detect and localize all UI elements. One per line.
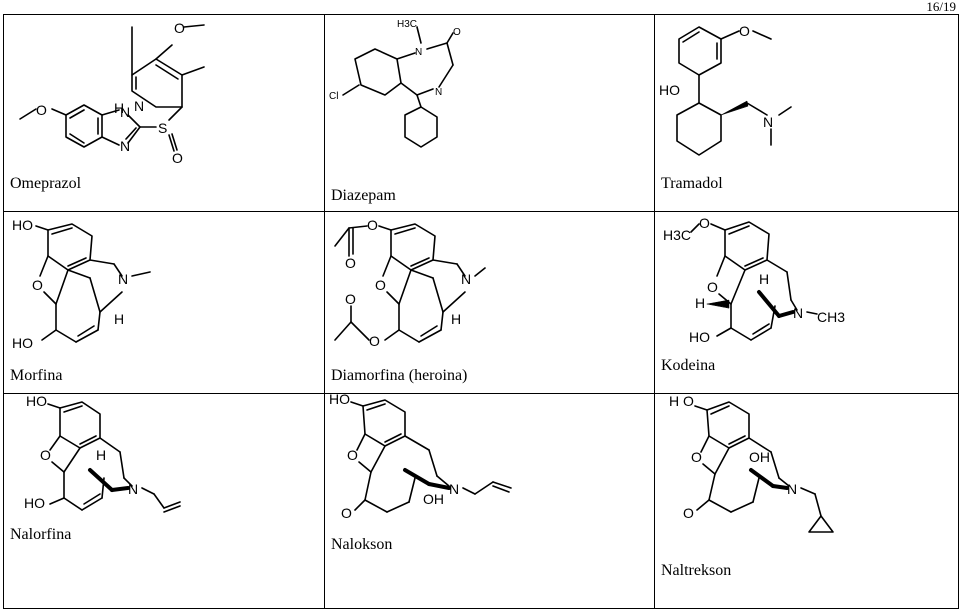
compound-name: Diamorfina (heroina) xyxy=(331,367,468,384)
atom-h-label: H xyxy=(759,271,769,287)
atom-h-label: H xyxy=(114,100,124,116)
cell-nalokson: HO O N O OH Nalokson xyxy=(324,393,655,609)
atom-ho-label: HO xyxy=(659,82,680,98)
compound-name: Diazepam xyxy=(331,187,396,204)
atom-n-label: N xyxy=(120,138,130,154)
atom-n-label: N xyxy=(793,305,803,321)
atom-o-label: O xyxy=(739,23,750,39)
atom-o-label: O xyxy=(683,505,694,521)
compound-name: Nalokson xyxy=(331,536,393,553)
atom-o-label: O xyxy=(369,333,380,349)
atom-o-label: O xyxy=(347,447,358,463)
atom-o-label: O xyxy=(36,102,47,118)
atom-o-label: O xyxy=(367,217,378,233)
atom-o-label: O xyxy=(453,27,461,38)
cell-diamorfina: O O O N H O O xyxy=(324,211,655,394)
atom-o-label: O xyxy=(40,447,51,463)
atom-ho-label: HO xyxy=(12,335,33,351)
atom-o-label: O xyxy=(341,505,352,521)
atom-h-label: H xyxy=(451,311,461,327)
diamorfina-structure: O O O N H O O xyxy=(334,217,486,349)
nalokson-structure: HO O N O OH xyxy=(329,394,512,521)
atom-ho-label: HO xyxy=(12,217,33,233)
compound-name: Nalorfina xyxy=(10,526,72,543)
atom-oh-label: OH xyxy=(749,449,770,465)
atom-n-label: N xyxy=(461,271,471,287)
cell-naltrekson: H O O OH N O Naltrekson xyxy=(654,393,959,609)
atom-n-label: N xyxy=(134,98,144,114)
kodeina-structure: H3C O O H H N CH3 xyxy=(663,215,845,345)
cell-morfina: HO O N H HO Morfina xyxy=(3,211,325,394)
atom-ch3-label: CH3 xyxy=(817,309,845,325)
nalorfina-structure: HO O H N HO xyxy=(24,394,181,513)
atom-o-label: O xyxy=(375,277,386,293)
cell-kodeina: H3C O O H H N CH3 xyxy=(654,211,959,394)
atom-ho-label: H O xyxy=(669,394,694,409)
naltrekson-structure: H O O OH N O xyxy=(669,394,834,533)
atom-n-label: N xyxy=(128,481,138,497)
atom-o-label: O xyxy=(707,279,718,295)
atom-o-label: O xyxy=(172,150,183,166)
atom-o-label: O xyxy=(699,215,710,231)
atom-n-label: N xyxy=(120,104,130,120)
cell-nalorfina: HO O H N HO Nalorfina xyxy=(3,393,325,609)
atom-h-label: H xyxy=(114,311,124,327)
atom-n-label: N xyxy=(787,481,797,497)
morfina-structure: HO O N H HO xyxy=(12,217,151,351)
structures-table: H N N S O O N O Omeprazol H3C N O N xyxy=(3,14,959,609)
atom-o-label: O xyxy=(32,277,43,293)
atom-ho-label: HO xyxy=(689,329,710,345)
cell-omeprazol: H N N S O O N O Omeprazol xyxy=(3,14,325,212)
atom-ho-label: HO xyxy=(329,394,350,407)
atom-n-label: N xyxy=(763,114,773,130)
compound-name: Naltrekson xyxy=(661,562,732,579)
atom-n-label: N xyxy=(415,47,422,58)
atom-n-label: N xyxy=(118,271,128,287)
atom-cl-label: Cl xyxy=(329,91,338,102)
compound-name: Kodeina xyxy=(661,357,716,374)
atom-h3c-label: H3C xyxy=(397,19,417,30)
atom-h-label: H xyxy=(695,295,705,311)
atom-ho-label: HO xyxy=(26,394,47,409)
diazepam-structure: H3C N O N Cl xyxy=(329,19,461,148)
atom-o-label: O xyxy=(345,291,356,307)
atom-o-label: O xyxy=(174,20,185,36)
atom-ho-label: HO xyxy=(24,495,45,511)
tramadol-structure: O HO N xyxy=(659,23,792,156)
atom-o-label: O xyxy=(691,449,702,465)
cell-diazepam: H3C N O N Cl Diazepam xyxy=(324,14,655,212)
compound-name: Omeprazol xyxy=(10,175,82,192)
omeprazol-structure: H N N S O O N O xyxy=(19,20,205,166)
atom-h-label: H xyxy=(96,447,106,463)
cell-tramadol: O HO N Tramadol xyxy=(654,14,959,212)
compound-name: Morfina xyxy=(10,367,63,384)
page-number: 16/19 xyxy=(926,0,956,14)
compound-name: Tramadol xyxy=(661,175,723,192)
atom-s-label: S xyxy=(158,120,167,136)
atom-n-label: N xyxy=(435,87,442,98)
atom-h3c-label: H3C xyxy=(663,227,691,243)
atom-oh-label: OH xyxy=(423,491,444,507)
atom-n-label: N xyxy=(449,481,459,497)
atom-o-label: O xyxy=(345,255,356,271)
